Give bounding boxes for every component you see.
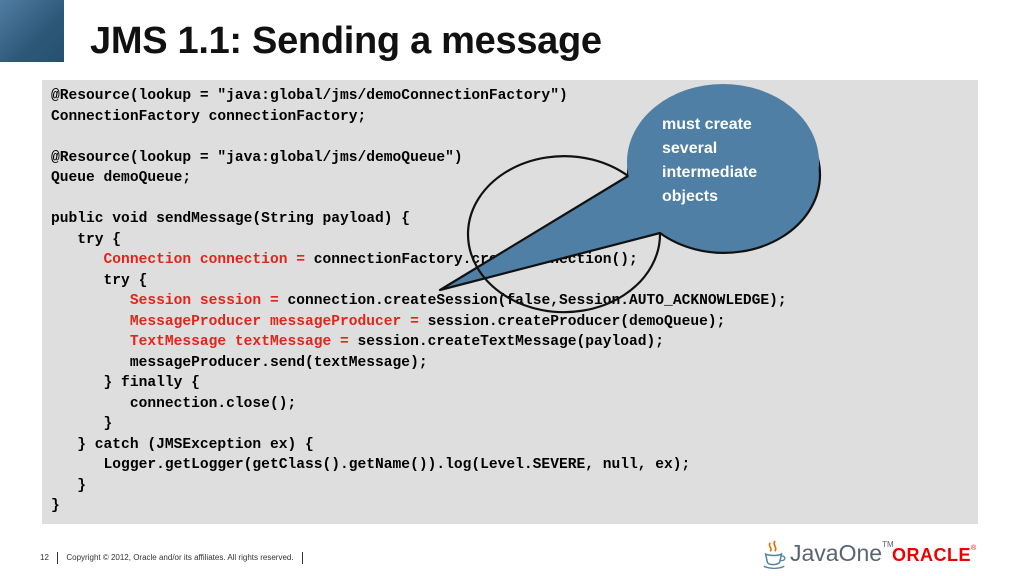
code-line: Queue demoQueue;: [51, 168, 787, 189]
code-segment: } catch (JMSException ex) {: [51, 436, 314, 453]
code-segment: messageProducer.send(textMessage);: [51, 354, 428, 371]
highlighted-code-segment: Connection connection =: [103, 252, 305, 268]
code-line: }: [51, 476, 787, 497]
code-line: Logger.getLogger(getClass().getName()).l…: [51, 455, 787, 476]
code-segment: }: [51, 498, 60, 514]
code-segment: try {: [51, 272, 148, 289]
oracle-wordmark: ORACLE: [892, 545, 971, 565]
copyright-text: Copyright © 2012, Oracle and/or its affi…: [66, 553, 294, 563]
highlighted-code-segment: TextMessage textMessage =: [129, 334, 349, 350]
code-line: Connection connection = connectionFactor…: [51, 250, 787, 271]
trademark-mark: TM: [882, 540, 894, 549]
javaone-logo: JavaOneTM: [790, 540, 894, 567]
code-segment: [51, 314, 130, 330]
code-line: }: [51, 496, 787, 517]
code-segment: public void sendMessage(String payload) …: [51, 211, 411, 227]
code-segment: }: [51, 416, 113, 432]
code-segment: try {: [51, 231, 122, 248]
highlighted-code-segment: Session session =: [129, 293, 279, 309]
registered-mark: ®: [971, 545, 977, 552]
code-line: MessageProducer messageProducer = sessio…: [51, 312, 787, 333]
corner-block: [0, 0, 64, 62]
code-segment: @Resource(lookup = "java:global/jms/demo…: [51, 88, 568, 104]
javaone-wordmark: JavaOne: [790, 540, 883, 566]
code-segment: connectionFactory.createConnection();: [304, 252, 638, 268]
highlighted-code-segment: MessageProducer messageProducer =: [129, 313, 419, 330]
code-segment: session.createProducer(demoQueue);: [418, 313, 726, 330]
code-line: } finally {: [51, 373, 787, 394]
code-line: public void sendMessage(String payload) …: [51, 209, 787, 230]
code-line: }: [51, 414, 787, 435]
footer-divider: [57, 552, 59, 564]
code-segment: [51, 334, 130, 350]
code-line: messageProducer.send(textMessage);: [51, 353, 787, 374]
code-line: } catch (JMSException ex) {: [51, 435, 787, 456]
oracle-logo: ORACLE®: [892, 545, 977, 566]
code-segment: }: [51, 477, 87, 494]
footer: 12 Copyright © 2012, Oracle and/or its a…: [40, 552, 309, 564]
slide-title: JMS 1.1: Sending a message: [90, 20, 602, 62]
code-segment: ConnectionFactory connectionFactory;: [51, 108, 367, 125]
code-line: TextMessage textMessage = session.create…: [51, 332, 787, 353]
code-segment: } finally {: [51, 375, 200, 391]
code-segment: Logger.getLogger(getClass().getName()).l…: [51, 457, 691, 473]
code-segment: connection.close();: [51, 395, 297, 412]
callout-text: must create several intermediate objects: [662, 116, 758, 205]
code-segment: Queue demoQueue;: [51, 170, 192, 186]
code-segment: session.createTextMessage(payload);: [348, 334, 665, 350]
footer-divider: [301, 552, 303, 564]
code-line: Session session = connection.createSessi…: [51, 291, 787, 312]
code-line: try {: [51, 230, 787, 251]
code-segment: @Resource(lookup = "java:global/jms/demo…: [51, 149, 463, 166]
code-block: @Resource(lookup = "java:global/jms/demo…: [42, 80, 978, 524]
code-listing: @Resource(lookup = "java:global/jms/demo…: [51, 86, 787, 517]
page-number: 12: [40, 553, 49, 563]
code-line: @Resource(lookup = "java:global/jms/demo…: [51, 86, 787, 107]
code-segment: [51, 252, 104, 268]
code-segment: connection.createSession(false,Session.A…: [278, 293, 787, 309]
code-line: @Resource(lookup = "java:global/jms/demo…: [51, 148, 787, 169]
code-line: try {: [51, 271, 787, 292]
code-line: connection.close();: [51, 394, 787, 415]
code-line: ConnectionFactory connectionFactory;: [51, 107, 787, 128]
code-segment: [51, 293, 130, 309]
java-cup-icon: [763, 540, 786, 570]
